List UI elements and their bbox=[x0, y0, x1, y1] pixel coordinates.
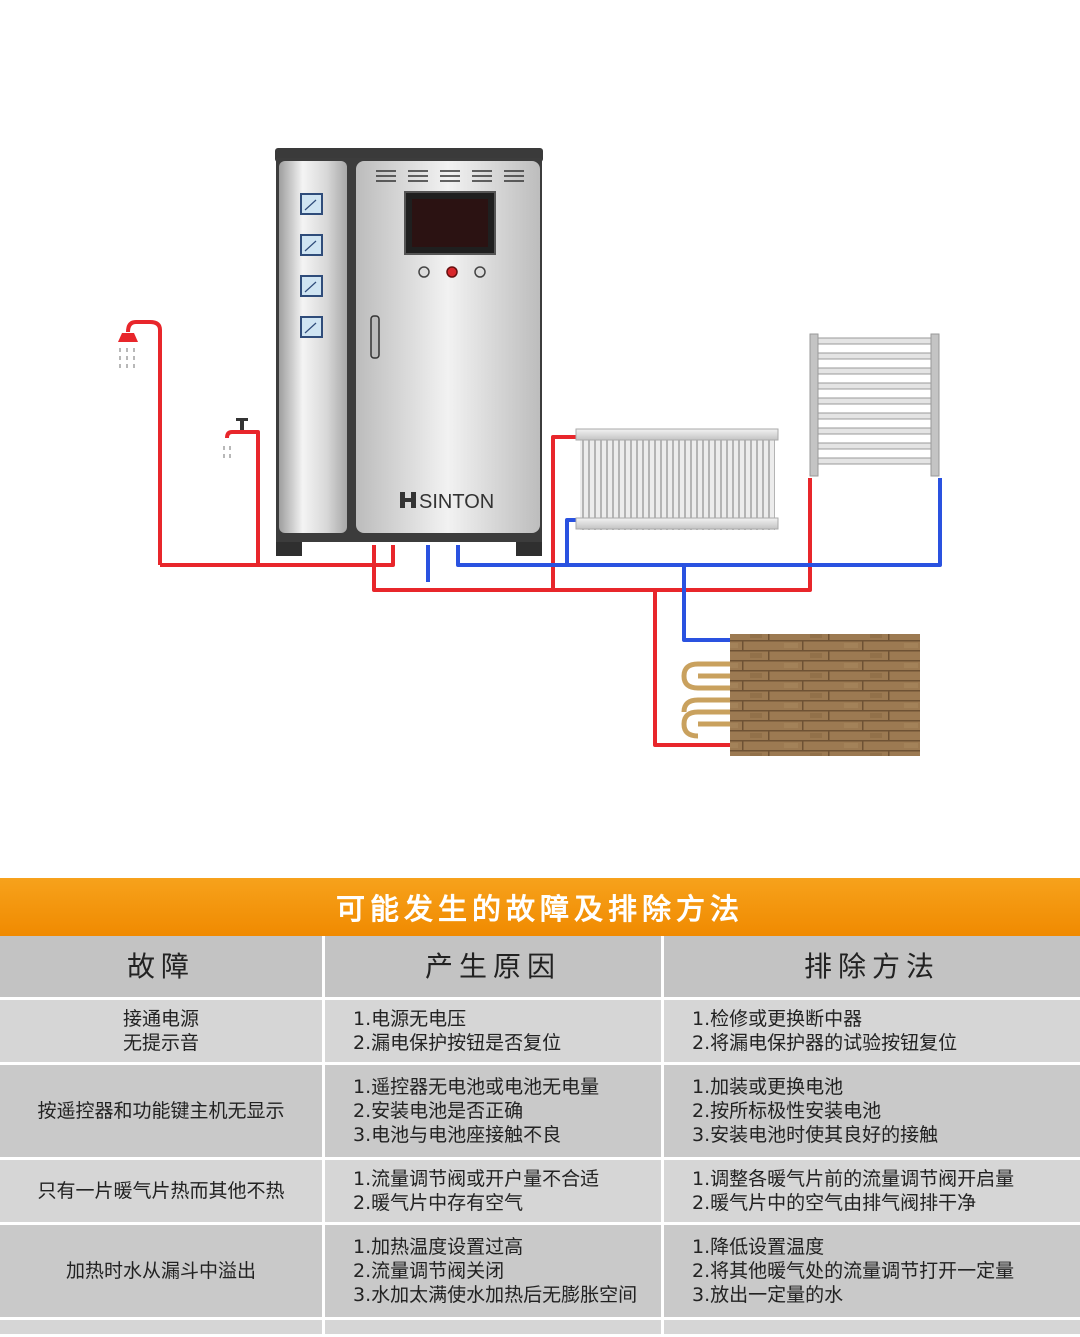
control-button-left-icon bbox=[418, 266, 430, 278]
troubleshooting-grid: 故障 产生原因 排除方法 接通电源 无提示音 1.电源无电压 2.漏电保护按钮是… bbox=[0, 936, 1080, 1337]
panel-radiator bbox=[575, 428, 779, 530]
header-fault: 故障 bbox=[0, 936, 325, 1000]
troubleshooting-table: 可能发生的故障及排除方法 故障 产生原因 排除方法 接通电源 无提示音 1.电源… bbox=[0, 878, 1080, 1337]
table-row-fault: 加热时水从漏斗中溢出 bbox=[0, 1225, 325, 1320]
electric-boiler-cabinet: SINTON bbox=[275, 148, 543, 556]
table-row-solution: 1.降低设置温度 2.将其他暖气处的流量调节打开一定量 3.放出一定量的水 bbox=[664, 1225, 1080, 1320]
brand-logo: SINTON bbox=[400, 491, 494, 513]
faucet-icon bbox=[223, 418, 248, 458]
table-row-fault: 接通电源 无提示音 bbox=[0, 1000, 325, 1065]
control-button-right-icon bbox=[474, 266, 486, 278]
power-button-icon bbox=[446, 266, 458, 278]
table-row-cause: 1.遥控器无电池或电池无电量 2.安装电池是否正确 3.电池与电池座接触不良 bbox=[325, 1065, 664, 1160]
svg-text:SINTON: SINTON bbox=[419, 491, 494, 513]
table-row-solution: 1.加装或更换电池 2.按所标极性安装电池 3.安装电池时使其良好的接触 bbox=[664, 1065, 1080, 1160]
header-solution: 排除方法 bbox=[664, 936, 1080, 1000]
towel-radiator bbox=[809, 333, 940, 477]
table-row-cause: 1.流量调节阀或开户量不合适 2.暖气片中存有空气 bbox=[325, 1160, 664, 1225]
table-row-fault: 只有一片暖气片热而其他不热 bbox=[0, 1160, 325, 1225]
table-row-empty bbox=[0, 1320, 325, 1337]
table-row-cause: 1.加热温度设置过高 2.流量调节阀关闭 3.水加太满使水加热后无膨胀空间 bbox=[325, 1225, 664, 1320]
table-row-solution: 1.调整各暖气片前的流量调节阀开启量 2.暖气片中的空气由排气阀排干净 bbox=[664, 1160, 1080, 1225]
table-row-solution: 1.检修或更换断中器 2.将漏电保护器的试验按钮复位 bbox=[664, 1000, 1080, 1065]
table-row-empty bbox=[664, 1320, 1080, 1337]
table-row-cause: 1.电源无电压 2.漏电保护按钮是否复位 bbox=[325, 1000, 664, 1065]
control-panel-vents bbox=[376, 170, 524, 182]
header-cause: 产生原因 bbox=[325, 936, 664, 1000]
underfloor-heating bbox=[681, 634, 920, 756]
table-title: 可能发生的故障及排除方法 bbox=[0, 878, 1080, 936]
table-row-empty bbox=[325, 1320, 664, 1337]
heating-system-diagram: SINTON bbox=[118, 148, 942, 756]
door-handle-icon bbox=[370, 315, 380, 359]
table-row-fault: 按遥控器和功能键主机无显示 bbox=[0, 1065, 325, 1160]
shower-head-icon bbox=[118, 333, 138, 368]
hot-water-pipes bbox=[126, 320, 812, 747]
